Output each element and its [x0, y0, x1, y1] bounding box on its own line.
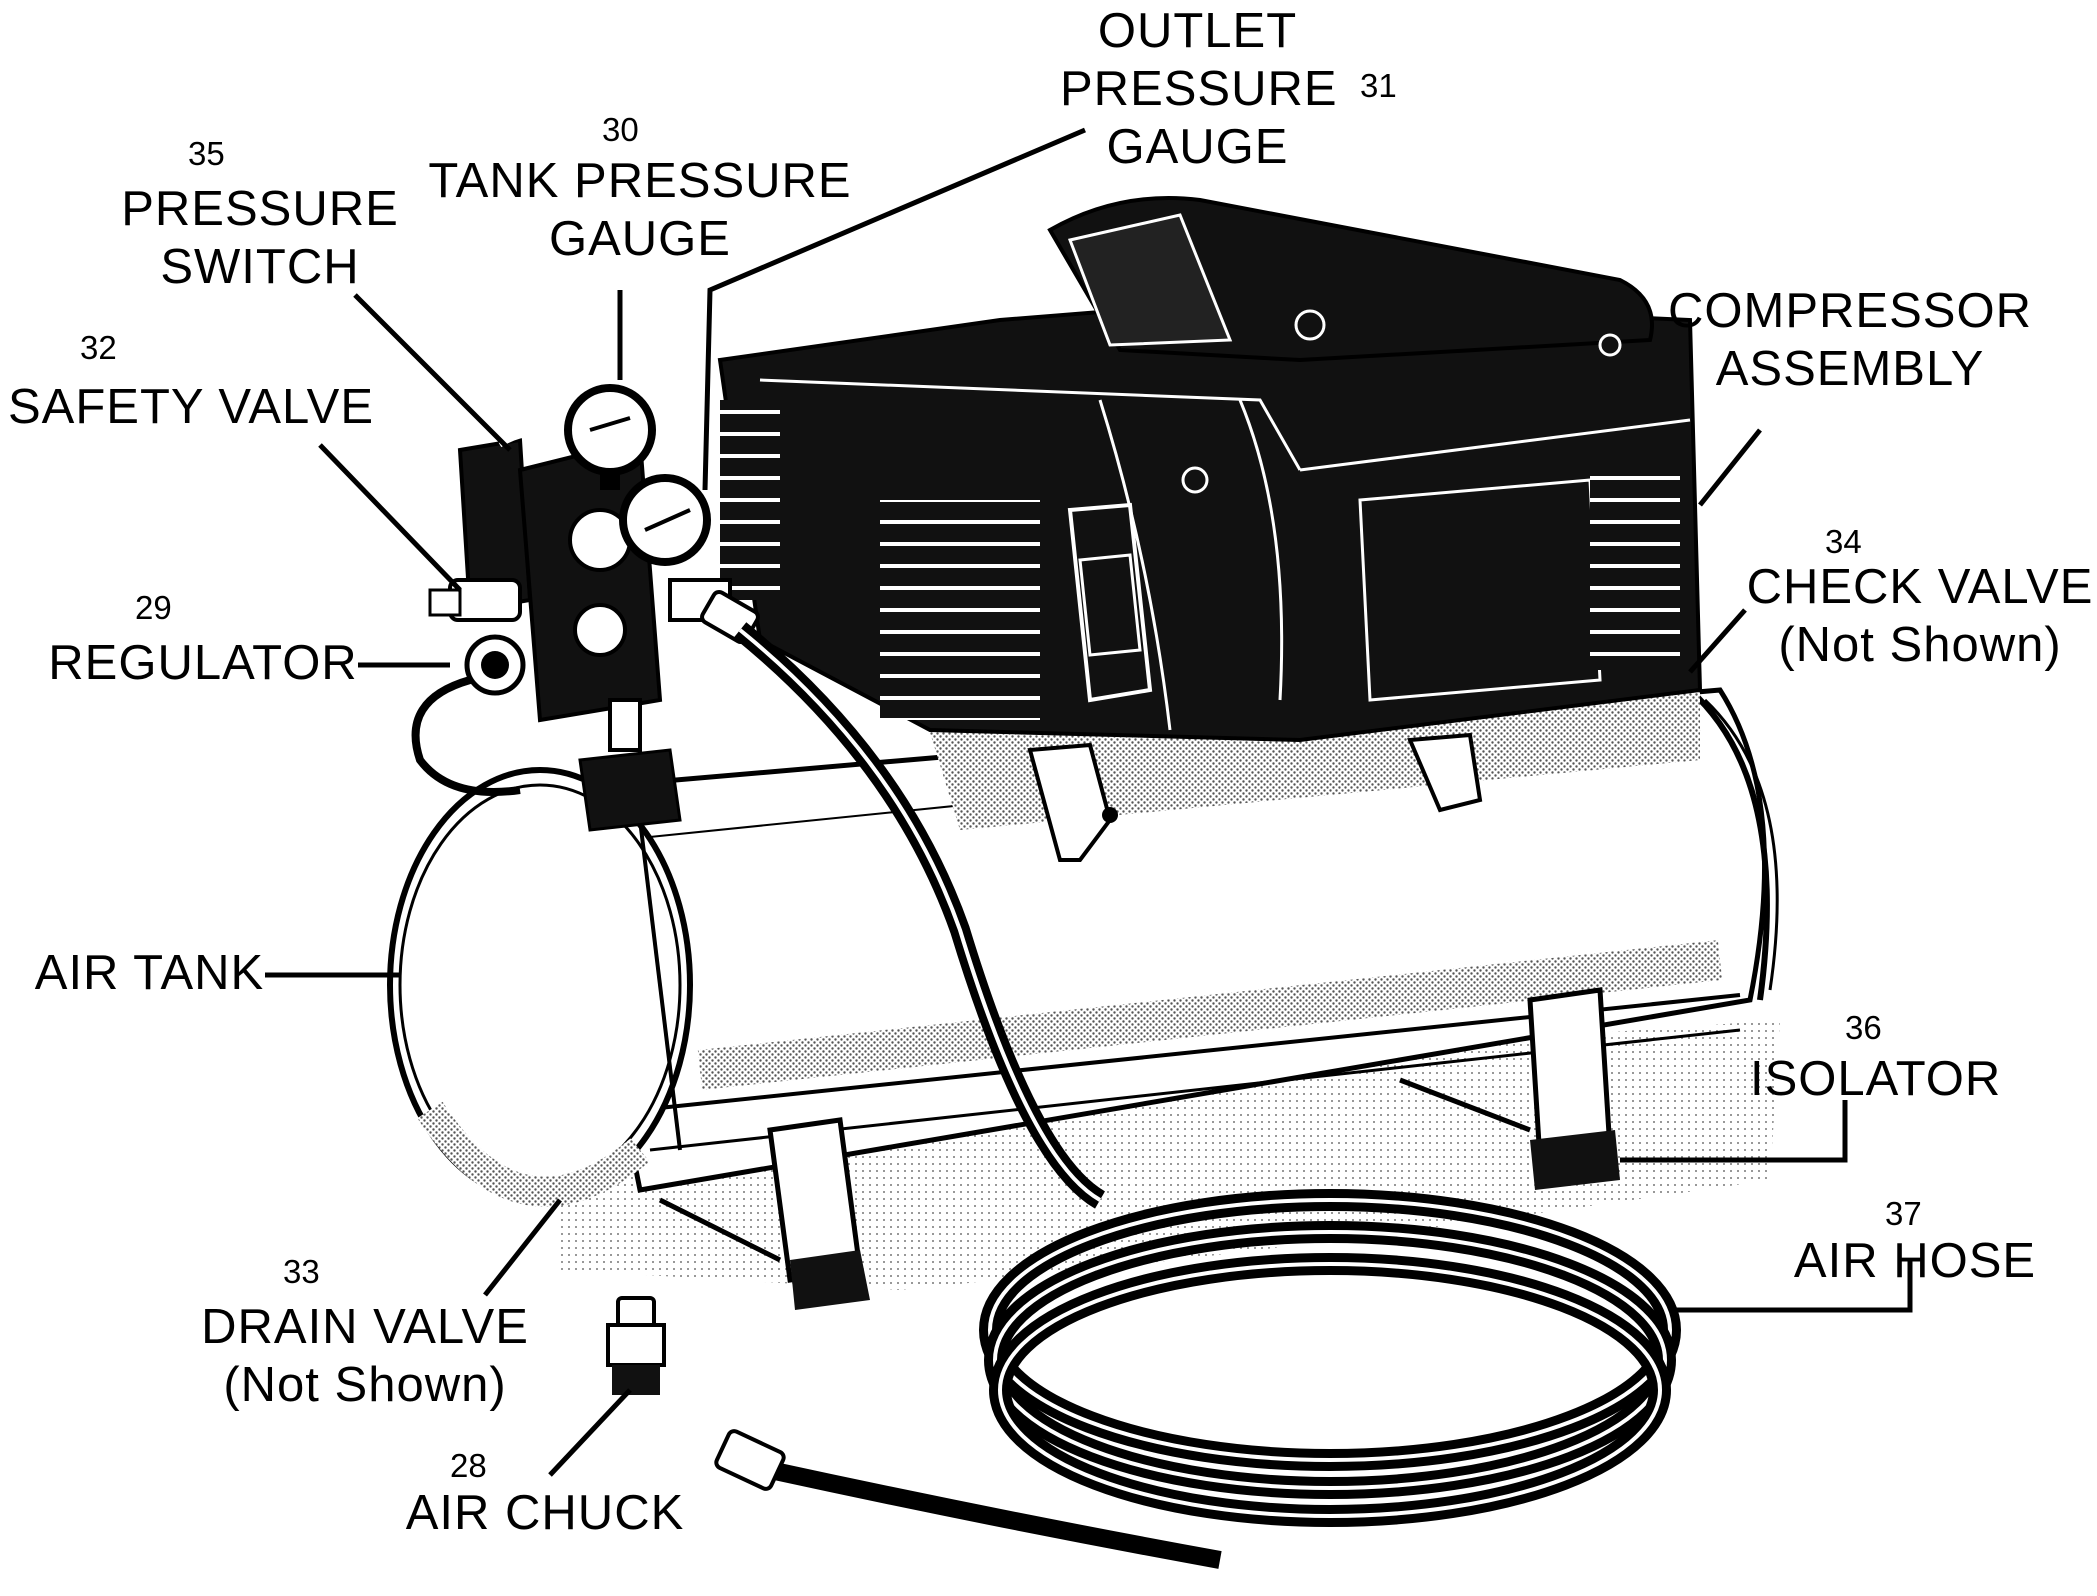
regulator-line-1: REGULATOR: [48, 636, 358, 690]
tank-gauge-label: TANK PRESSURE GAUGE: [420, 152, 860, 268]
isolator-label: ISOLATOR: [1750, 1050, 2000, 1108]
leader-lines: [265, 127, 1913, 1477]
pressure-switch-label: PRESSURE SWITCH: [120, 180, 400, 296]
control-manifold: [411, 384, 760, 832]
air-hose-line-1: AIR HOSE: [1793, 1234, 2037, 1288]
outlet-gauge-line-3: GAUGE: [1106, 120, 1289, 174]
outlet-gauge-number: 31: [1360, 67, 1397, 104]
regulator-number: 29: [135, 589, 172, 626]
safety-valve-label: SAFETY VALVE: [8, 378, 375, 436]
check-valve-line-2: (Not Shown): [1778, 618, 2062, 672]
isolator-line-1: ISOLATOR: [1750, 1052, 2002, 1106]
ground-shadow: [560, 1020, 1780, 1290]
air-hose: [714, 622, 1681, 1569]
drain-valve-line-2: (Not Shown): [223, 1358, 507, 1412]
front-foot: [658, 1117, 870, 1310]
check-valve-number: 34: [1825, 523, 1862, 560]
outlet-gauge-label: OUTLET PRESSURE GAUGE: [1060, 2, 1338, 176]
air-chuck-label: AIR CHUCK: [400, 1484, 690, 1542]
outlet-gauge-line-1: OUTLET: [1097, 4, 1298, 58]
air-hose-label: AIR HOSE: [1790, 1232, 2040, 1290]
outlet-gauge-line-2: PRESSURE: [1060, 62, 1338, 116]
check-valve-label: CHECK VALVE (Not Shown): [1745, 558, 2095, 674]
drain-valve-line-1: DRAIN VALVE: [201, 1300, 529, 1354]
air-chuck-line-1: AIR CHUCK: [405, 1486, 685, 1540]
check-valve-line-1: CHECK VALVE: [1746, 560, 2094, 614]
air-tank-label: AIR TANK: [32, 944, 267, 1002]
isolator-number: 36: [1845, 1009, 1882, 1046]
compressor-line-2: ASSEMBLY: [1715, 342, 1985, 396]
pressure-switch-line-2: SWITCH: [160, 240, 360, 294]
regulator-label: REGULATOR: [48, 634, 358, 692]
drain-valve-number: 33: [283, 1253, 320, 1290]
drain-valve-label: DRAIN VALVE (Not Shown): [200, 1298, 530, 1414]
rear-foot: [1399, 987, 1620, 1190]
tank-gauge-number: 30: [602, 111, 639, 148]
tank-gauge-line-2: GAUGE: [549, 212, 731, 266]
air-chuck-number: 28: [450, 1447, 487, 1484]
safety-valve-line-1: SAFETY VALVE: [8, 380, 375, 434]
pressure-switch-line-1: PRESSURE: [121, 182, 399, 236]
air-hose-number: 37: [1885, 1195, 1922, 1232]
air-tank: [387, 687, 1779, 1207]
pressure-switch-number: 35: [188, 135, 225, 172]
compressor-line-1: COMPRESSOR: [1668, 284, 2032, 338]
safety-valve-number: 32: [80, 329, 117, 366]
air-tank-line-1: AIR TANK: [34, 946, 265, 1000]
compressor-assembly: [717, 196, 1703, 862]
air-chuck: [606, 1296, 666, 1395]
compressor-label: COMPRESSOR ASSEMBLY: [1660, 282, 2040, 398]
tank-gauge-line-1: TANK PRESSURE: [428, 154, 852, 208]
